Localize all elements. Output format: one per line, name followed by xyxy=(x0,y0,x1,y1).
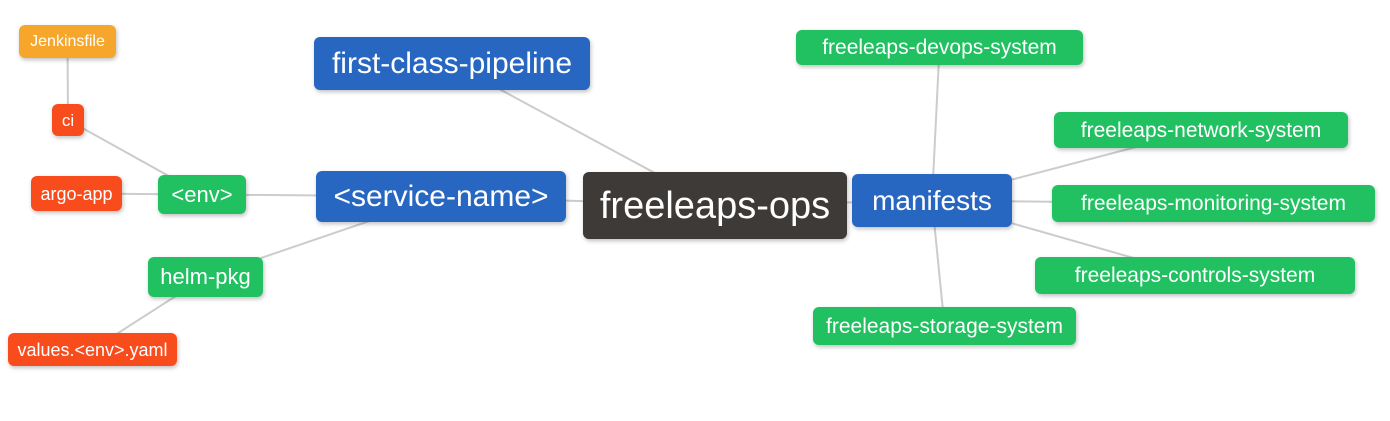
node-values-env-yaml[interactable]: values.<env>.yaml xyxy=(8,333,177,366)
node-freeleaps-storage-system[interactable]: freeleaps-storage-system xyxy=(813,307,1076,345)
node-freeleaps-network-system[interactable]: freeleaps-network-system xyxy=(1054,112,1348,148)
node-freeleaps-controls-system[interactable]: freeleaps-controls-system xyxy=(1035,257,1355,294)
node-argo-app[interactable]: argo-app xyxy=(31,176,122,211)
node-manifests[interactable]: manifests xyxy=(852,174,1012,227)
node-freeleaps-monitoring-system[interactable]: freeleaps-monitoring-system xyxy=(1052,185,1375,222)
node-ci[interactable]: ci xyxy=(52,104,84,136)
node-env[interactable]: <env> xyxy=(158,175,246,214)
node-service-name[interactable]: <service-name> xyxy=(316,171,566,222)
node-freeleaps-devops-system[interactable]: freeleaps-devops-system xyxy=(796,30,1083,65)
node-jenkinsfile[interactable]: Jenkinsfile xyxy=(19,25,116,58)
node-freeleaps-ops[interactable]: freeleaps-ops xyxy=(583,172,847,239)
node-helm-pkg[interactable]: helm-pkg xyxy=(148,257,263,297)
node-first-class-pipeline[interactable]: first-class-pipeline xyxy=(314,37,590,90)
